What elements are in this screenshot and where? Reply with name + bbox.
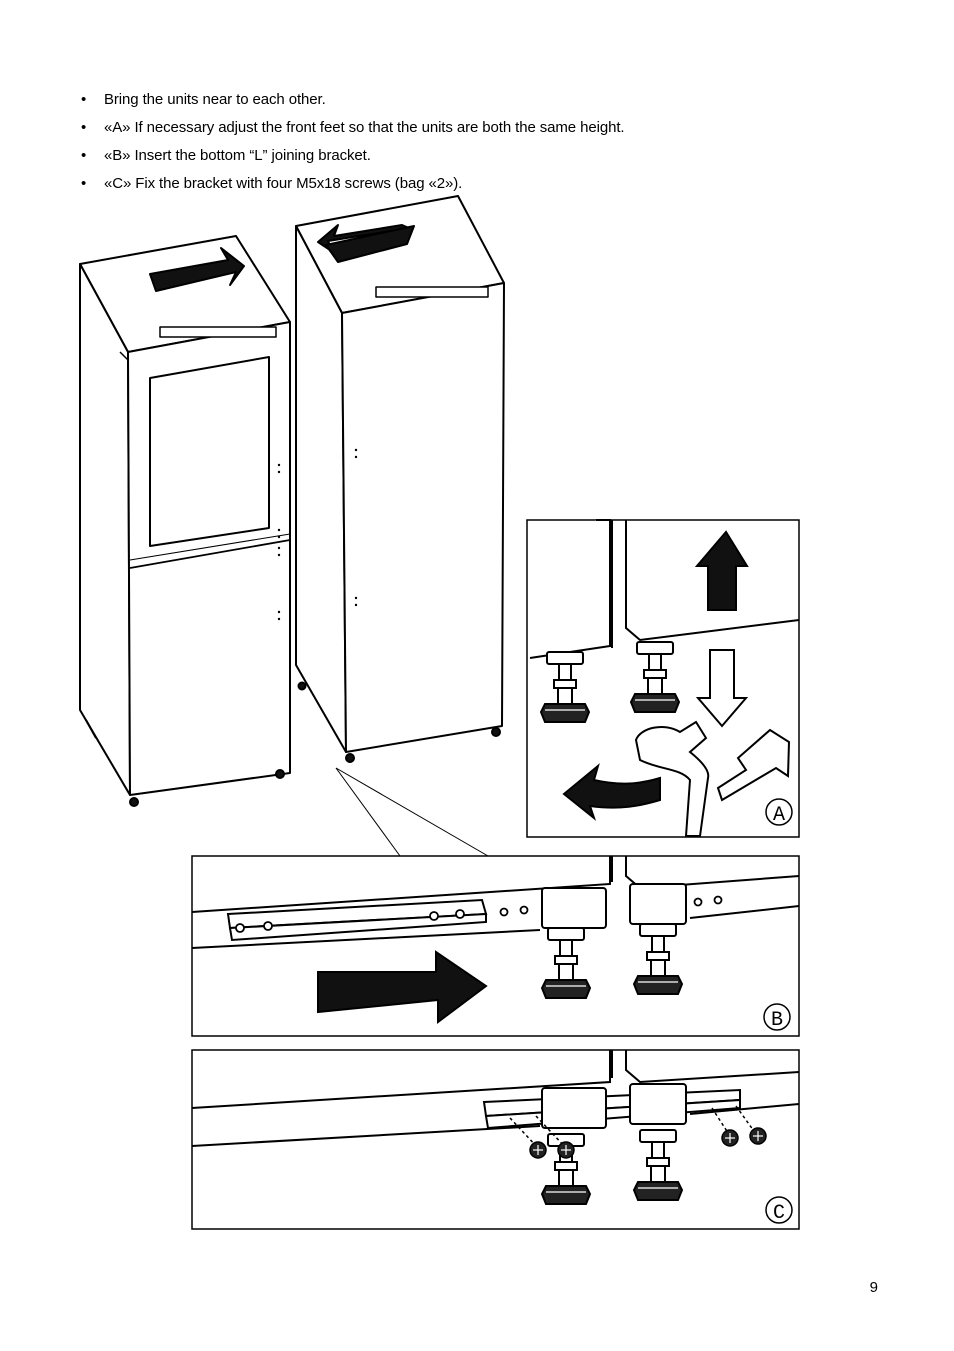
panel-a-label: A: [773, 804, 785, 827]
bullet-glyph: •: [81, 147, 87, 164]
instruction-text: Bring the units near to each other.: [104, 91, 326, 108]
panel-a: [526, 519, 800, 838]
bullet-glyph: •: [81, 119, 87, 136]
right-unit: [295, 195, 505, 763]
panel-b: [191, 855, 800, 1037]
instruction-text: «B» Insert the bottom “L” joining bracke…: [104, 147, 371, 164]
left-unit: [79, 235, 291, 807]
instruction-list: • Bring the units near to each other. • «A…: [78, 86, 838, 198]
instruction-text: «A» If necessary adjust the front feet s…: [104, 119, 625, 136]
instruction-item: • «A» If necessary adjust the front feet …: [78, 114, 838, 142]
instruction-item: • Bring the units near to each other.: [78, 86, 838, 114]
page-number: 9: [869, 1279, 878, 1296]
bullet-glyph: •: [81, 175, 87, 192]
panel-c-label: C: [773, 1202, 785, 1225]
bullet-glyph: •: [81, 91, 87, 108]
instruction-text: «C» Fix the bracket with four M5x18 scre…: [104, 175, 463, 192]
instruction-item: • «C» Fix the bracket with four M5x18 scr…: [78, 170, 838, 198]
panel-c: [191, 1049, 800, 1230]
panel-b-label: B: [771, 1009, 783, 1032]
instruction-item: • «B» Insert the bottom “L” joining brack…: [78, 142, 838, 170]
